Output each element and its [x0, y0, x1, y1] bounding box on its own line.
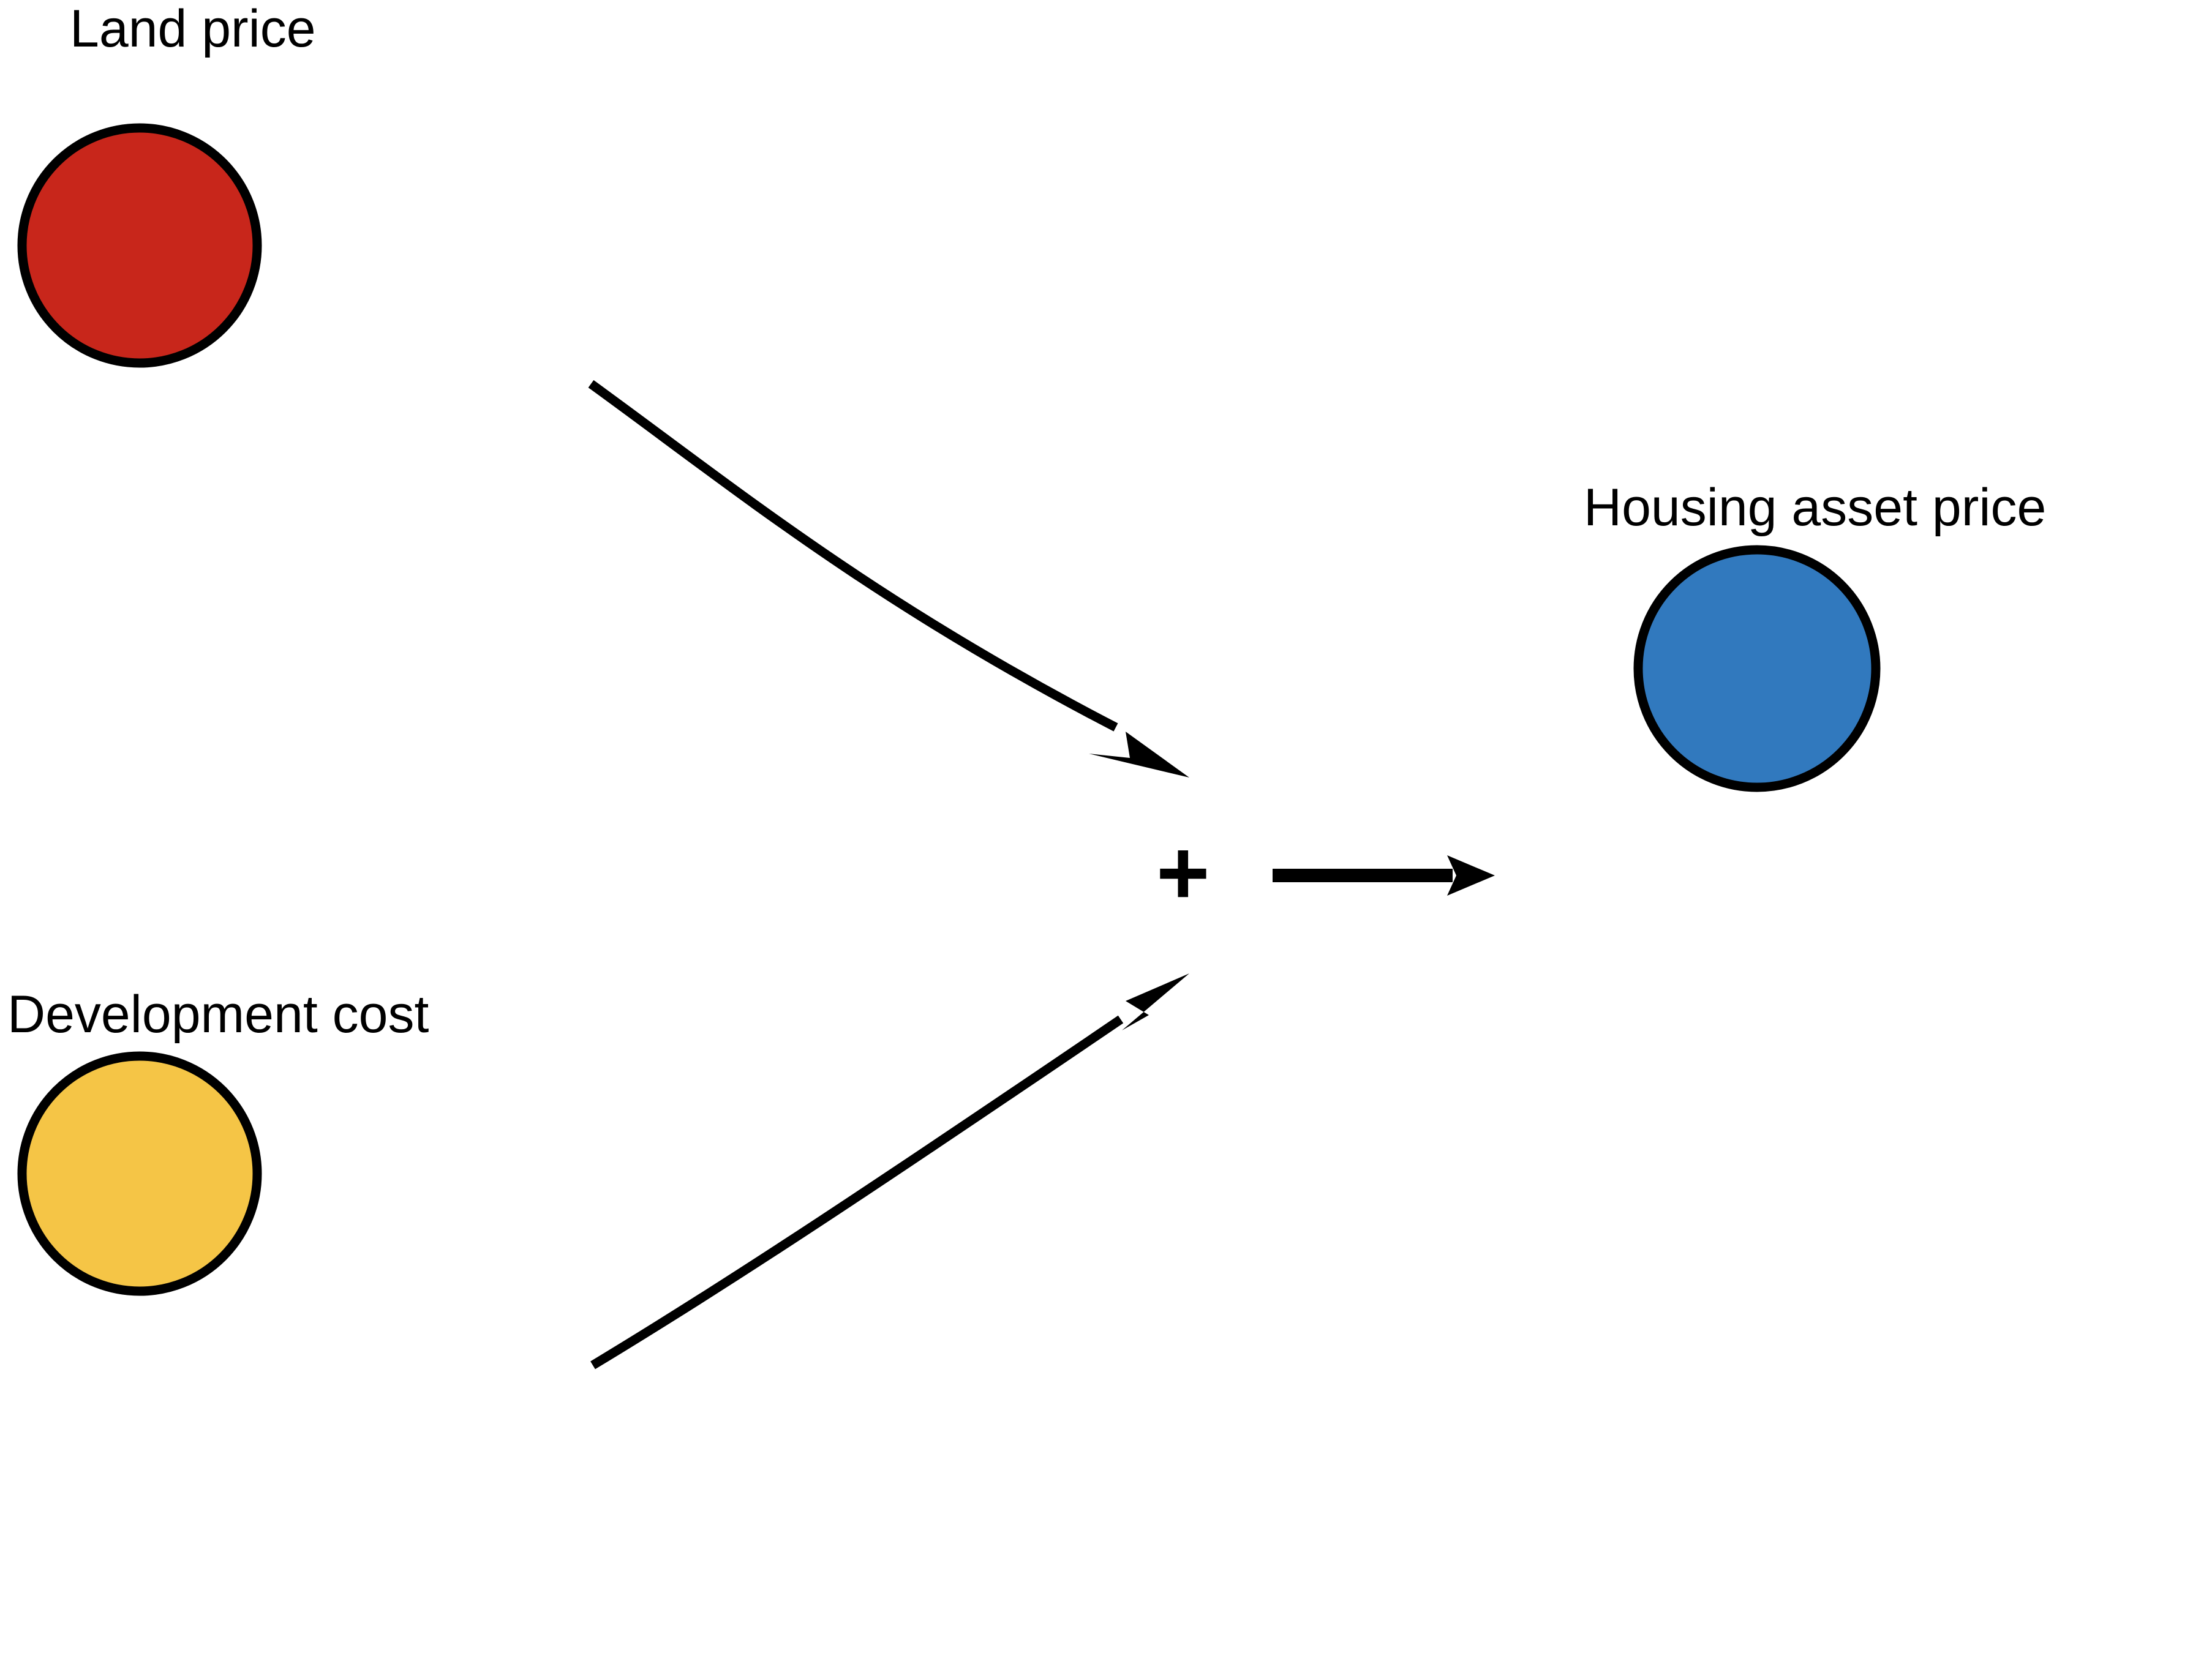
- edge-development-cost-to-sum-line: [590, 1015, 1124, 1370]
- node-label-housing-asset-price: Housing asset price: [1584, 478, 2047, 537]
- node-development-cost-circle[interactable]: [17, 1051, 262, 1296]
- node-label-land-price: Land price: [70, 0, 316, 58]
- node-label-development-cost: Development cost: [7, 985, 429, 1044]
- edge-land-price-to-sum: [588, 380, 1189, 778]
- edge-development-cost-to-sum: [590, 973, 1189, 1370]
- node-land-price-circle[interactable]: [17, 123, 262, 368]
- edge-sum-to-housing-asset-price-arrowhead: [1447, 855, 1495, 896]
- edge-land-price-to-sum-line: [588, 380, 1118, 732]
- edge-sum-to-housing-asset-price: [1273, 855, 1495, 896]
- node-housing-asset-price-circle[interactable]: [1633, 545, 1881, 792]
- sum-operator-plus-icon: +: [1156, 821, 1210, 924]
- edge-development-cost-to-sum-arrowhead: [1122, 973, 1189, 1030]
- edge-land-price-to-sum-arrowhead: [1089, 732, 1189, 778]
